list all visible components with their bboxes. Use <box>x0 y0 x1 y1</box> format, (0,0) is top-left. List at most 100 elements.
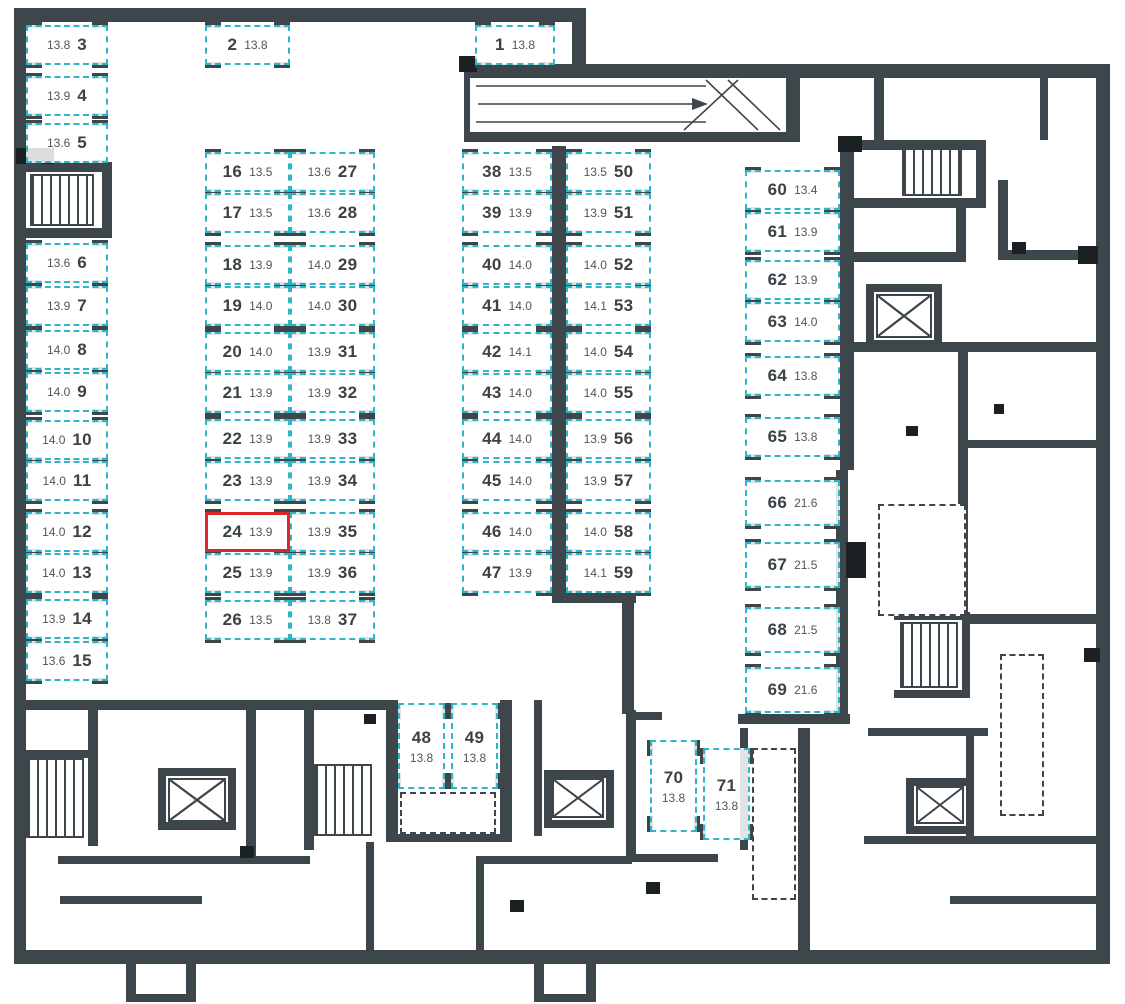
wall <box>14 8 26 964</box>
space-area: 13.5 <box>583 165 607 179</box>
column-block <box>846 542 866 578</box>
space-number: 34 <box>337 471 358 490</box>
wall <box>246 710 256 860</box>
stall-divider-tick <box>274 62 290 68</box>
shaft-dashed-outline <box>878 504 966 616</box>
wall <box>26 228 112 238</box>
stall-divider-tick <box>566 323 582 329</box>
space-area: 14.0 <box>249 345 273 359</box>
stall-divider-tick <box>745 249 761 255</box>
wall <box>586 950 596 1002</box>
stall-divider-tick <box>635 590 651 596</box>
space-area: 14.1 <box>508 345 532 359</box>
wall <box>894 612 970 620</box>
space-area: 13.9 <box>508 566 532 580</box>
space-area: 13.9 <box>583 432 607 446</box>
space-number: 51 <box>613 203 634 222</box>
space-number: 63 <box>767 312 788 331</box>
column-block <box>1084 648 1100 662</box>
space-number: 6 <box>77 253 88 272</box>
space-number: 25 <box>222 563 243 582</box>
space-number: 66 <box>767 493 788 512</box>
stall-divider-tick <box>747 748 753 764</box>
stall-divider-tick <box>274 637 290 643</box>
column-block <box>459 56 477 72</box>
stairs-icon <box>900 622 958 688</box>
space-area: 13.5 <box>508 165 532 179</box>
